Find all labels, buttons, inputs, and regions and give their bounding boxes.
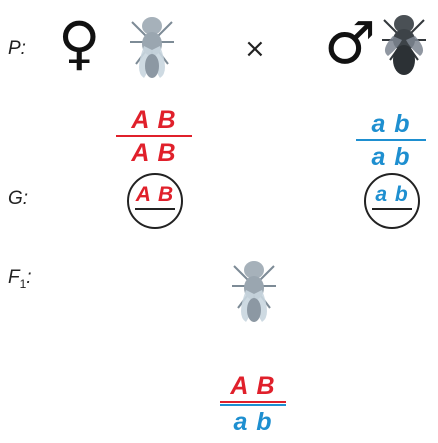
female-genotype-bottom: A B	[131, 139, 177, 167]
male-genotype-bar	[356, 139, 426, 141]
cross-symbol: ×	[244, 34, 266, 64]
row-label-parents: P:	[8, 38, 26, 59]
female-genotype-bar	[116, 135, 192, 137]
female-genotype-top: A B	[131, 106, 177, 134]
offspring-genotype-top: A B	[230, 372, 276, 400]
dark-fly-icon	[382, 15, 426, 75]
male-gamete: a b	[364, 173, 420, 229]
f1-letter: F	[8, 267, 20, 288]
offspring-bar-blue	[220, 404, 286, 406]
f1-subscript: 1	[19, 276, 27, 291]
offspring-genotype: A B a b	[220, 374, 286, 435]
female-genotype: A B A B	[116, 108, 192, 166]
female-gamete: A B	[127, 173, 183, 229]
row-label-f1: F1:	[8, 267, 32, 291]
female-symbol: ♀	[58, 9, 101, 77]
male-symbol: ♂	[324, 9, 376, 77]
female-gamete-line	[135, 208, 175, 210]
row-label-gametes: G:	[8, 188, 29, 209]
male-gamete-label: a b	[375, 183, 409, 206]
light-fly-icon	[130, 17, 174, 78]
male-genotype-top: a b	[371, 110, 411, 138]
male-genotype-bottom: a b	[371, 143, 411, 171]
male-genotype: a b a b	[356, 112, 426, 170]
offspring-fly-icon	[232, 261, 276, 322]
male-gamete-line	[372, 208, 412, 210]
offspring-bar-red	[220, 401, 286, 403]
f1-colon: :	[26, 267, 32, 288]
offspring-genotype-bottom: a b	[233, 408, 273, 436]
female-gamete-label: A B	[135, 183, 175, 206]
